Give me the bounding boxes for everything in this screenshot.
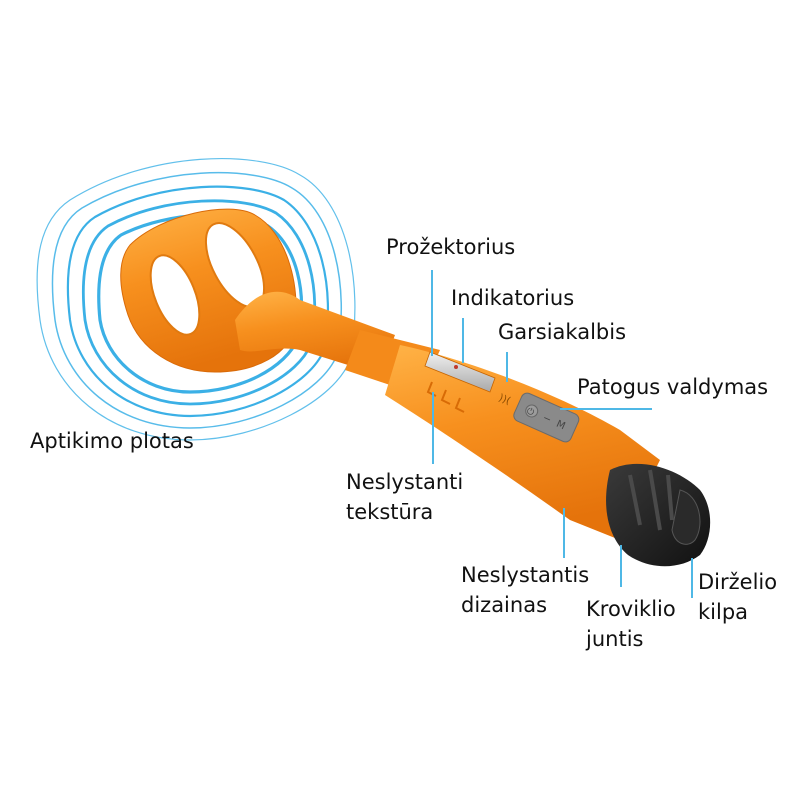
label-text: Indikatorius [451,286,575,310]
label-text: juntis [586,627,644,651]
label-text: Patogus valdymas [577,375,769,399]
button-panel: ⏻ − M [513,392,580,443]
label-detection-area: Aptikimo plotas [30,426,194,456]
label-projector: Prožektorius [386,232,515,262]
end-cap [606,463,711,567]
field-ring [36,158,356,441]
label-text: Dirželio [698,570,778,594]
minus-icon[interactable]: − [541,413,553,426]
label-controls: Patogus valdymas [577,372,768,402]
callout-strap [691,558,693,598]
label-text: Prožektorius [386,235,516,259]
field-ring [66,185,330,418]
callout-indicator [462,318,464,363]
label-text: Neslystantis [461,563,590,587]
label-text: tekstūra [346,500,434,524]
led-dot [454,365,458,369]
mode-icon[interactable]: M [554,419,566,433]
callout-design [563,508,565,558]
label-text: Neslystanti [346,470,464,494]
speaker-icon: ))( [497,393,512,408]
indicator-strip [424,351,496,393]
label-texture: Neslystanti tekstūra [346,467,463,527]
label-indicator: Indikatorius [451,283,574,313]
label-speaker: Garsiakalbis [498,317,626,347]
callout-projector [431,270,433,356]
detector-shaft [235,291,660,540]
label-strap: Dirželio kilpa [698,567,777,627]
power-button[interactable] [524,403,540,419]
head-slot [149,254,201,336]
power-icon: ⏻ [525,406,536,419]
field-ring [81,199,317,406]
callout-texture [432,392,434,464]
label-text: Aptikimo plotas [30,429,194,453]
callout-charger [620,545,622,587]
callout-controls [560,408,652,410]
label-charger: Kroviklio juntis [586,594,676,654]
field-ring [51,171,343,429]
label-design: Neslystantis dizainas [461,560,589,620]
label-text: dizainas [461,593,548,617]
label-text: Garsiakalbis [498,320,627,344]
callout-speaker [506,352,508,382]
strap-loop [671,489,701,545]
label-text: kilpa [698,600,749,624]
label-text: Kroviklio [586,597,676,621]
